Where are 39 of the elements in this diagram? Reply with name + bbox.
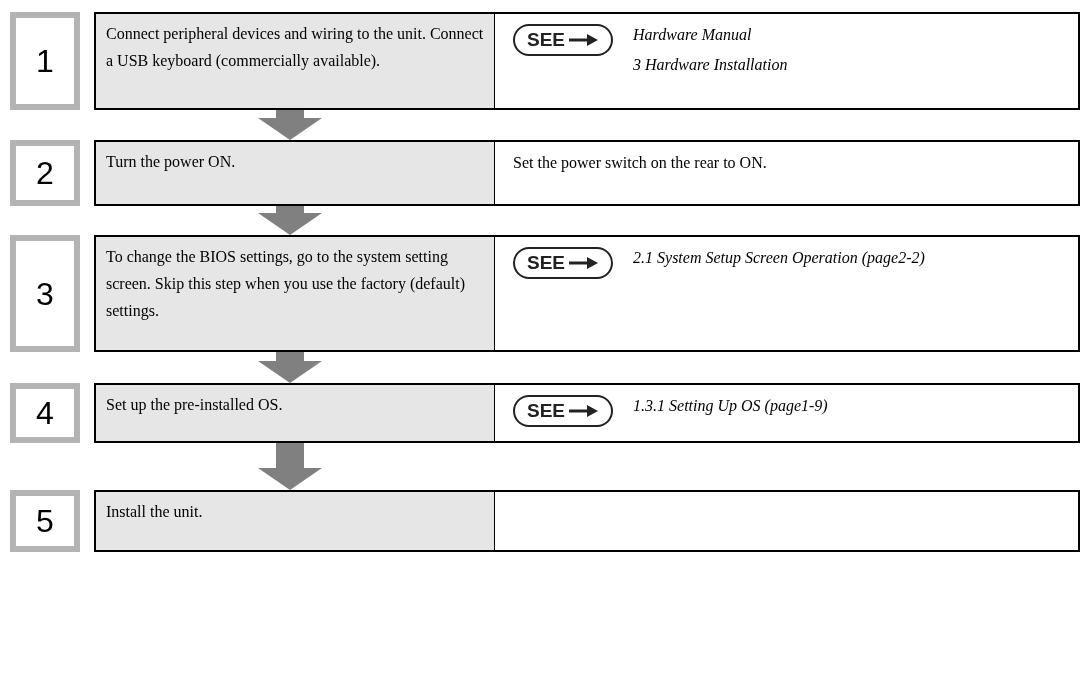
reference-box (495, 383, 1080, 443)
reference-box (495, 235, 1080, 352)
reference-badge (513, 247, 614, 279)
reference-badge (513, 395, 614, 427)
step-text: Turn the power ON. (106, 152, 237, 173)
reference-text: Set the power switch on the rear to ON. (513, 153, 767, 174)
reference-text: 3 Hardware Installation (633, 55, 788, 75)
step-box (94, 490, 496, 552)
step-text: Set up the pre-installed OS. (106, 395, 284, 416)
flow-arrow (258, 352, 322, 383)
step-box (94, 235, 496, 352)
step-number: 1 (36, 42, 54, 81)
reference-label: SEE (527, 399, 566, 423)
step-number-box (10, 140, 80, 206)
step-number: 3 (36, 274, 54, 314)
reference-badge (513, 24, 614, 56)
step-box (94, 140, 496, 206)
step-text: Connect peripheral devices and wiring to the unit. Connect a USB keyboard (commercially available). (106, 24, 484, 72)
reference-text: 2.1 System Setup Screen Operation (page2-2) (633, 248, 925, 269)
step-number: 2 (36, 154, 54, 193)
step-number-box (10, 383, 80, 443)
flow-arrow (258, 110, 322, 140)
step-number: 5 (36, 502, 54, 541)
step-text: To change the BIOS settings, go to the system setting screen. Skip this step when you use the factory (default) settings. (106, 247, 466, 322)
reference-label: SEE (527, 251, 566, 275)
step-number: 4 (36, 394, 54, 433)
step-number-box (10, 12, 80, 110)
step-box (94, 12, 496, 110)
reference-box (495, 12, 1080, 110)
step-box (94, 383, 496, 443)
reference-text: Hardware Manual (633, 25, 753, 45)
step-number-box (10, 235, 80, 352)
flow-arrow (258, 206, 322, 235)
step-text: Install the unit. (106, 502, 204, 522)
flow-arrow (258, 443, 322, 490)
step-number-box (10, 490, 80, 552)
reference-text: 1.3.1 Setting Up OS (page1-9) (633, 396, 828, 417)
reference-label: SEE (527, 28, 566, 52)
reference-box (495, 140, 1080, 206)
